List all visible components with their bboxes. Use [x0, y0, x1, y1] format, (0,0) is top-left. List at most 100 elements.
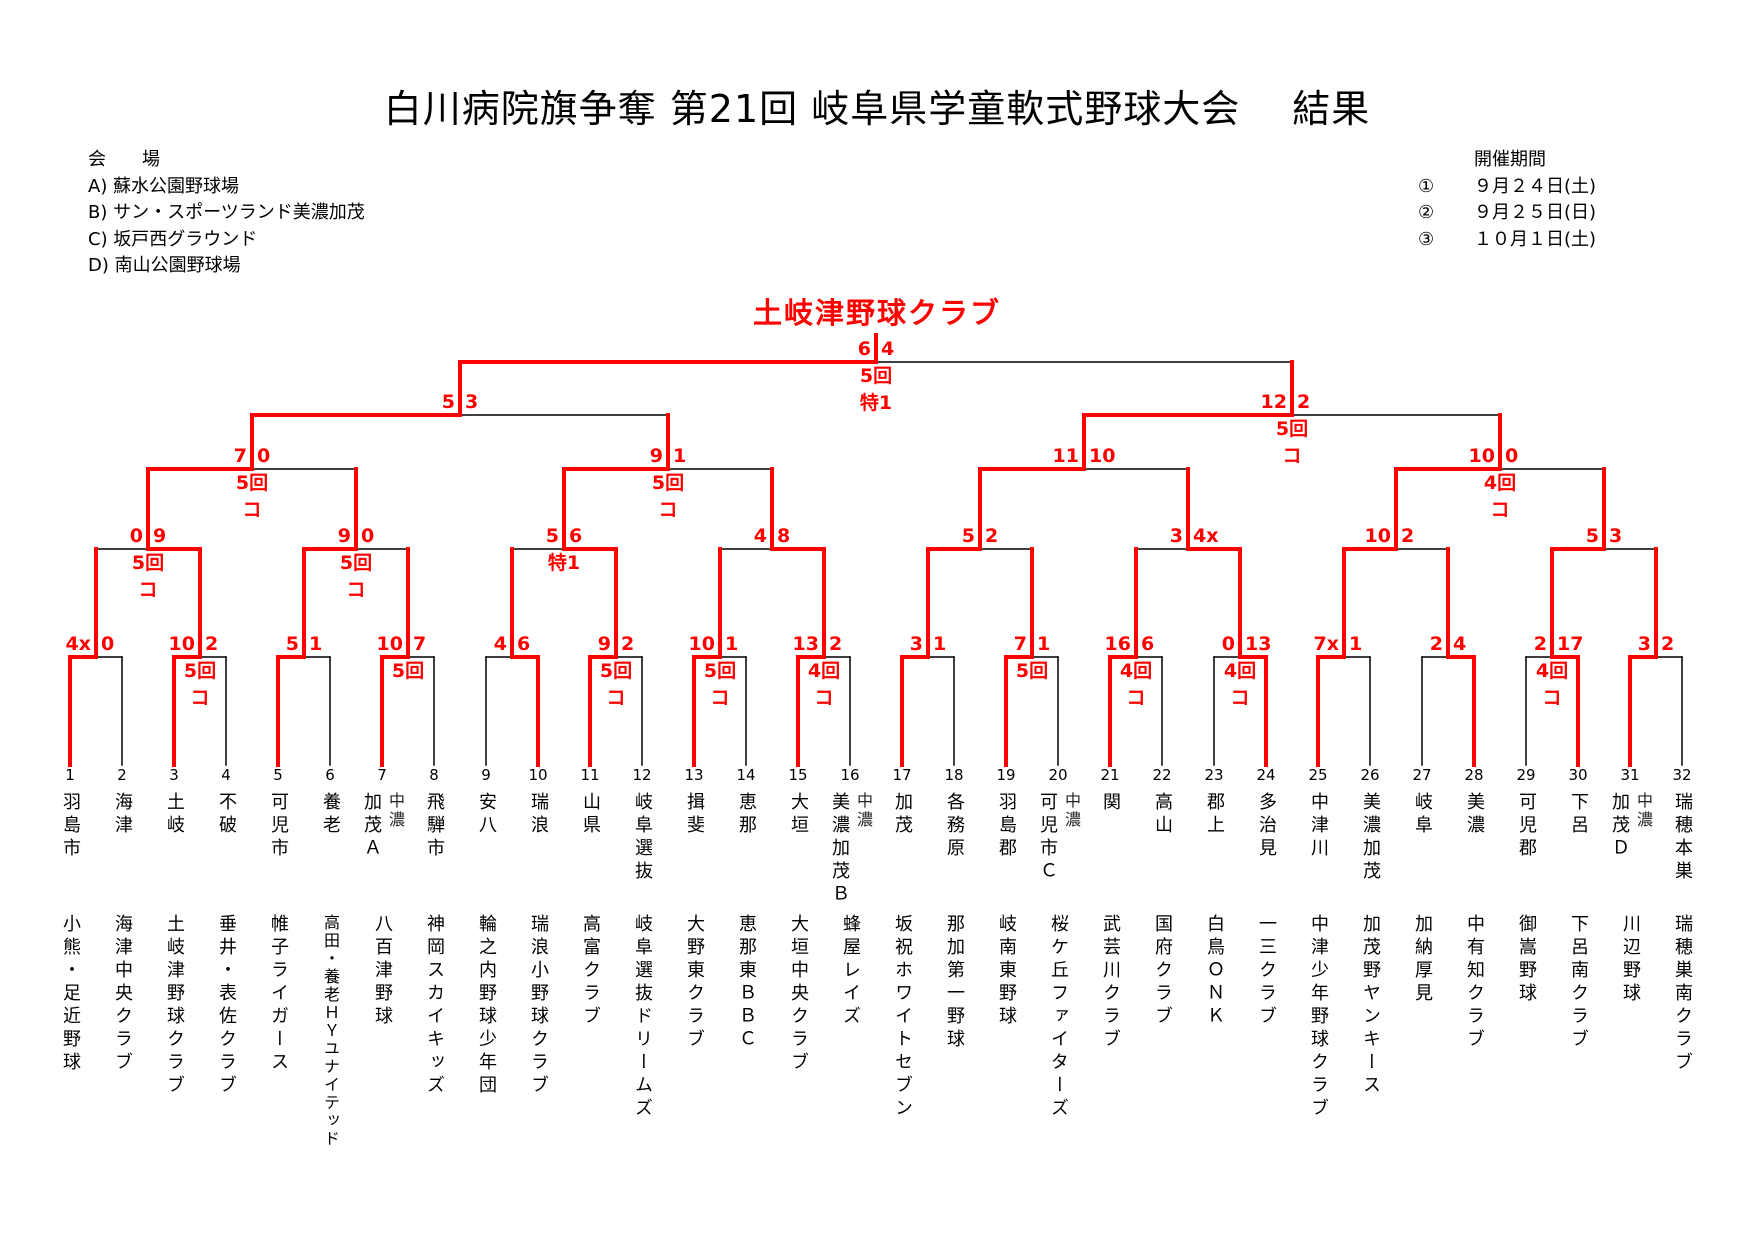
team-number: 25 — [1308, 766, 1328, 784]
team-region: 美濃加茂Ｂ — [829, 792, 850, 907]
score-right: 2 — [1297, 391, 1311, 413]
match-note: コ — [606, 687, 626, 709]
team-name: 海津中央クラブ — [112, 914, 133, 1075]
team-name: 土岐津野球クラブ — [164, 914, 185, 1098]
venue-item: C) 坂戸西グラウンド — [88, 228, 258, 250]
score-right: 6 — [569, 525, 583, 547]
day-mark: ① — [1418, 175, 1435, 197]
team-region: 飛騨市 — [424, 792, 445, 861]
score-left: 0 — [1221, 633, 1235, 655]
team-name: 中有知クラブ — [1464, 914, 1485, 1052]
score-right: 1 — [725, 633, 739, 655]
team-number: 17 — [892, 766, 912, 784]
team-name: 御嵩野球 — [1516, 914, 1537, 1006]
winner-path-lines — [68, 333, 1658, 767]
score-right: 2 — [1401, 525, 1415, 547]
team-number: 21 — [1100, 766, 1120, 784]
score-left: 4x — [65, 633, 91, 655]
score-right: 1 — [1037, 633, 1051, 655]
team-name: 神岡スカイキッズ — [424, 914, 445, 1098]
match-note: 5回 — [859, 365, 893, 387]
team-region: 各務原 — [944, 792, 965, 861]
team-number: 5 — [273, 766, 283, 784]
score-left: 9 — [337, 525, 351, 547]
score-left: 16 — [1104, 633, 1131, 655]
match-note: 5回 — [1015, 660, 1049, 682]
team-name: 一三クラブ — [1256, 914, 1277, 1029]
score-right: 2 — [621, 633, 635, 655]
team-name: 国府クラブ — [1152, 914, 1173, 1029]
score-left: 3 — [1637, 633, 1651, 655]
team-region: 恵那 — [736, 792, 757, 838]
match-note: 4回 — [1223, 660, 1257, 682]
score-left: 5 — [441, 391, 455, 413]
score-right: 6 — [517, 633, 531, 655]
team-number: 29 — [1516, 766, 1536, 784]
team-name: 恵那東ＢＢＣ — [736, 914, 757, 1052]
team-region: 可児郡 — [1516, 792, 1537, 861]
team-name: 加茂野ヤンキース — [1360, 914, 1381, 1098]
score-right: 2 — [985, 525, 999, 547]
team-number: 14 — [736, 766, 756, 784]
team-region: 羽島郡 — [996, 792, 1017, 861]
score-left: 11 — [1052, 445, 1079, 467]
team-name: 八百津野球 — [372, 914, 393, 1029]
team-number: 3 — [169, 766, 179, 784]
score-right: 8 — [777, 525, 791, 547]
team-region: 土岐 — [164, 792, 185, 838]
score-left: 7 — [233, 445, 247, 467]
team-number: 30 — [1568, 766, 1588, 784]
team-name: 岐阜選抜ドリームズ — [632, 914, 653, 1121]
match-note: コ — [1282, 445, 1302, 467]
team-region: 多治見 — [1256, 792, 1277, 861]
team-number: 15 — [788, 766, 808, 784]
match-note: コ — [814, 687, 834, 709]
score-left: 0 — [129, 525, 143, 547]
team-region: 瑞穂本巣 — [1672, 792, 1693, 884]
team-district: 中濃 — [386, 792, 405, 830]
team-name: 垂井・表佐クラブ — [216, 914, 237, 1098]
team-region: 揖斐 — [684, 792, 705, 838]
score-left: 10 — [376, 633, 403, 655]
team-name: 白鳥ＯＮＫ — [1204, 914, 1225, 1029]
score-left: 9 — [597, 633, 611, 655]
team-name: 瑞浪小野球クラブ — [528, 914, 549, 1098]
team-number: 7 — [377, 766, 387, 784]
team-number: 26 — [1360, 766, 1380, 784]
team-district: 中濃 — [1062, 792, 1081, 830]
score-right: 13 — [1245, 633, 1272, 655]
team-region: 養老 — [320, 792, 341, 838]
team-region: 大垣 — [788, 792, 809, 838]
team-region: 美濃 — [1464, 792, 1485, 838]
day-date: １０月１日(土) — [1474, 228, 1597, 250]
score-right: 9 — [153, 525, 167, 547]
team-name: 中津少年野球クラブ — [1308, 914, 1329, 1121]
match-note: 5回 — [599, 660, 633, 682]
match-note: 特1 — [859, 392, 893, 414]
team-region: 加茂Ａ — [361, 792, 382, 861]
team-region: 加茂Ｄ — [1609, 792, 1630, 861]
match-note: 4回 — [1119, 660, 1153, 682]
team-name: 輪之内野球少年団 — [476, 914, 497, 1098]
match-note: コ — [1490, 499, 1510, 521]
match-note: コ — [242, 499, 262, 521]
score-left: 5 — [285, 633, 299, 655]
day-date: ９月２５日(日) — [1474, 202, 1597, 223]
team-region: 可児市Ｃ — [1037, 792, 1058, 884]
team-region: 可児市 — [268, 792, 289, 861]
venue-item: B) サン・スポーツランド美濃加茂 — [88, 202, 365, 223]
score-left: 4 — [753, 525, 767, 547]
team-number: 10 — [528, 766, 548, 784]
score-right: 4 — [881, 338, 895, 360]
score-left: 10 — [1468, 445, 1495, 467]
match-note: コ — [1230, 687, 1250, 709]
match-note: 5回 — [1275, 418, 1309, 440]
team-name: 蜂屋レイズ — [840, 914, 861, 1029]
match-note: 5回 — [183, 660, 217, 682]
score-right: 6 — [1141, 633, 1155, 655]
team-number: 23 — [1204, 766, 1224, 784]
team-name: 高田・養老ＨＹユナイテッド — [321, 914, 340, 1148]
team-number: 20 — [1048, 766, 1068, 784]
